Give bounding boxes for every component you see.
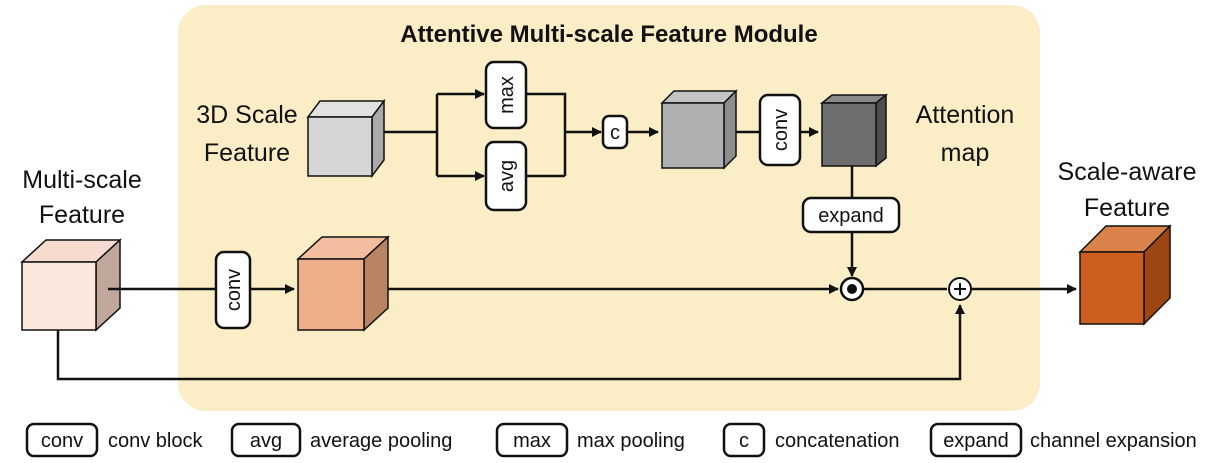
- legend-item-expand: expand channel expansion: [929, 422, 1197, 458]
- attention-label-line1: Attention: [916, 101, 1015, 129]
- conv-op-label-bottom: conv: [223, 269, 245, 311]
- legend-key-expand: expand: [943, 430, 1009, 452]
- conv-op-box-bottom: conv: [214, 250, 252, 330]
- legend-key-concat: c: [739, 430, 749, 452]
- conv-op-label-top: conv: [770, 109, 792, 151]
- scale3d-feature-cube: [306, 98, 386, 179]
- module-title: Attentive Multi-scale Feature Module: [400, 21, 817, 48]
- avg-op-box: avg: [484, 140, 528, 212]
- legend-text-avg: average pooling: [310, 430, 452, 452]
- scaleaware-label-line2: Feature: [1084, 194, 1170, 222]
- legend-item-max: max max pooling: [495, 422, 685, 458]
- multiscale-label-line2: Feature: [39, 201, 125, 229]
- expand-op-label: expand: [818, 205, 884, 227]
- conv-op-box-top: conv: [758, 93, 802, 167]
- legend-text-expand: channel expansion: [1030, 430, 1197, 452]
- multiscale-feature-cube: [20, 238, 122, 332]
- legend-key-conv: conv: [41, 430, 83, 452]
- expand-op-box: expand: [801, 196, 901, 234]
- legend-text-conv: conv block: [108, 430, 203, 452]
- module-panel: [178, 5, 1040, 411]
- avg-op-label: avg: [496, 160, 518, 192]
- legend-item-concat: c concatenation: [722, 422, 900, 458]
- legend-text-max: max pooling: [577, 430, 685, 452]
- legend-item-avg: avg average pooling: [230, 422, 452, 458]
- scale3d-label-line1: 3D Scale: [196, 101, 297, 129]
- legend-item-conv: conv conv block: [25, 422, 203, 458]
- concat-op-label: c: [610, 122, 620, 144]
- attention-map-cube: [819, 93, 889, 168]
- skip-connection-line: [56, 304, 965, 381]
- scaleaware-label-line1: Scale-aware: [1058, 158, 1197, 186]
- legend-key-avg: avg: [250, 430, 282, 452]
- max-merge-line: [526, 92, 567, 176]
- multiscale-label-line1: Multi-scale: [22, 166, 141, 194]
- legend-text-concat: concatenation: [775, 430, 900, 452]
- max-op-box: max: [484, 60, 528, 130]
- multiply-operator: [839, 276, 865, 302]
- legend-key-max: max: [513, 430, 551, 452]
- add-operator: [948, 277, 972, 301]
- conv-feature-cube: [296, 235, 390, 332]
- concat-feature-cube: [660, 89, 738, 170]
- scale-aware-feature-cube: [1078, 224, 1172, 326]
- legend: conv conv block avg average pooling max …: [25, 422, 1197, 458]
- concat-op-box: c: [601, 114, 629, 150]
- max-op-label: max: [496, 76, 518, 114]
- scale3d-label-line2: Feature: [204, 139, 290, 167]
- attention-label-line2: map: [941, 139, 990, 167]
